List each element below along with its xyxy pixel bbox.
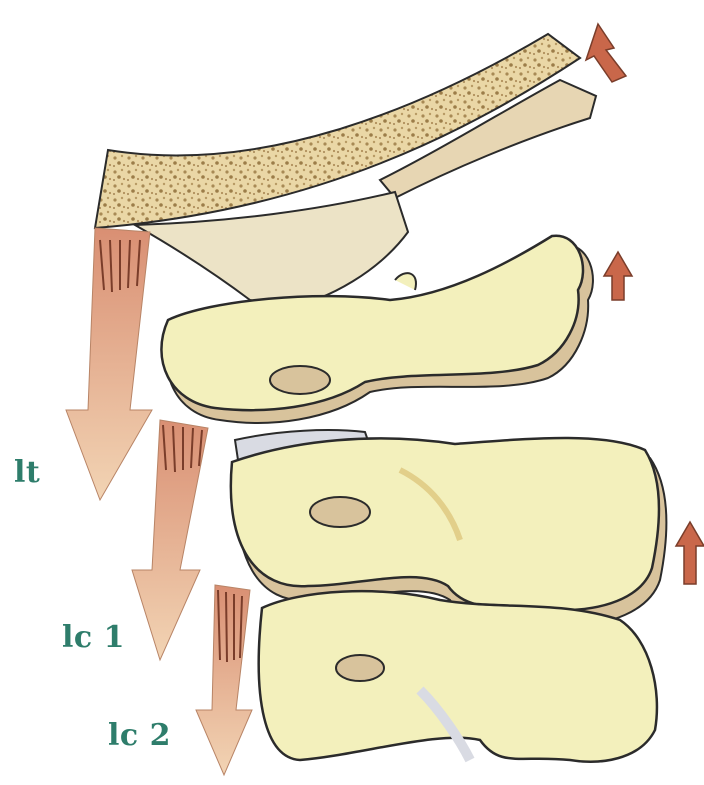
lift-arrow-occiput	[586, 24, 626, 82]
lift-arrow-axis	[676, 522, 704, 584]
lift-arrow-atlas	[604, 252, 632, 300]
muscle-arrow-lc2	[196, 585, 252, 775]
label-lt: lt	[14, 455, 40, 490]
c3-vertebra	[259, 591, 657, 762]
muscle-arrow-lc1	[132, 420, 208, 660]
muscle-arrow-lt	[66, 228, 152, 500]
label-lc2: lc 2	[108, 718, 171, 753]
label-lc1: lc 1	[62, 620, 125, 655]
